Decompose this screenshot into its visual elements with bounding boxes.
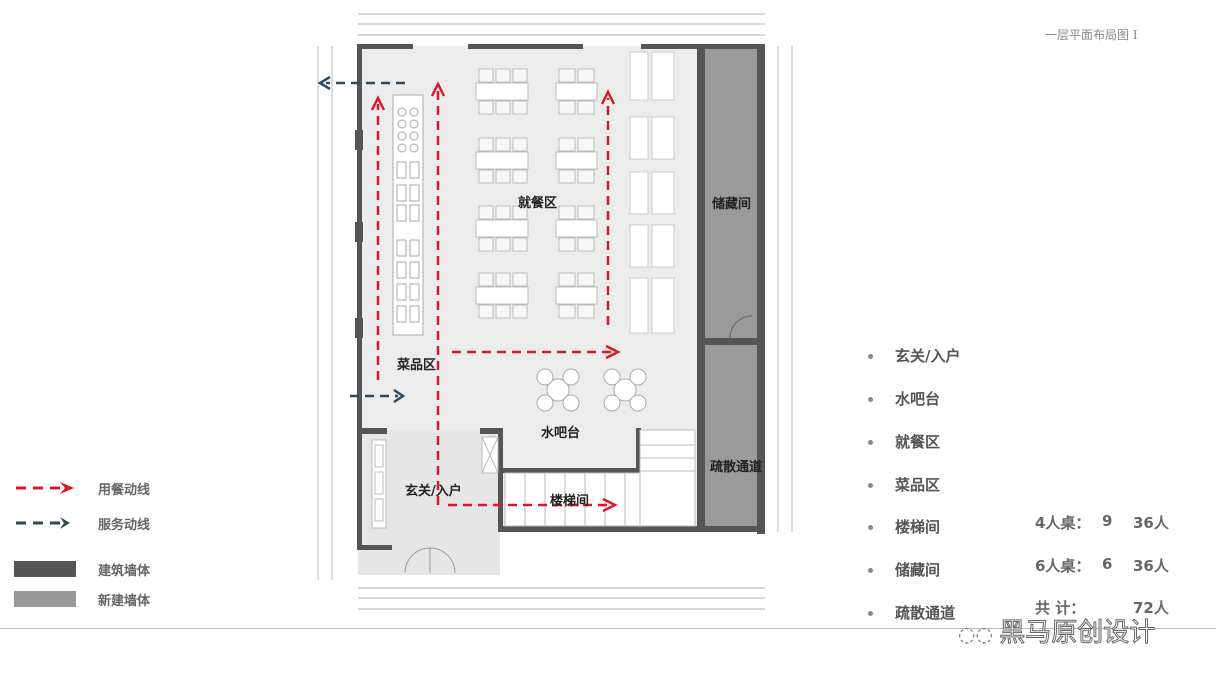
wechat-icon: ◌◌ <box>958 622 1000 646</box>
booth-seats <box>629 51 675 334</box>
seating-label: 6人桌： <box>1035 557 1091 575</box>
dimension-lines <box>317 13 793 610</box>
legend-label: 用餐动线 <box>98 482 151 498</box>
buffet-items <box>396 107 420 323</box>
room-label-buffet: 菜品区 <box>396 357 436 373</box>
zone-item: 菜品区 <box>868 474 940 495</box>
seating-people: 36人 <box>1133 557 1169 575</box>
dining-tables <box>475 82 598 305</box>
room-label-storage: 储藏间 <box>711 196 751 212</box>
seating-label: 4人桌： <box>1035 514 1091 532</box>
dining-flow-lines <box>376 90 612 507</box>
legend-label: 服务动线 <box>98 517 151 533</box>
seating-total: 72人 <box>1133 599 1169 617</box>
zone-item: 疏散通道 <box>868 602 955 623</box>
storage-door <box>729 315 753 339</box>
room-label-entrance: 玄关/入户 <box>405 483 462 499</box>
bar-tables <box>536 368 647 412</box>
chairs <box>478 68 595 319</box>
dark-wall-swatch <box>14 561 76 577</box>
entrance-door <box>404 547 456 574</box>
dining-flow-arrowheads <box>370 81 621 513</box>
seating-people: 36人 <box>1133 514 1169 532</box>
room-label-evacuation: 疏散通道 <box>710 459 762 475</box>
zone-item: 楼梯间 <box>868 516 940 537</box>
zone-item: 水吧台 <box>868 388 940 409</box>
legend-item-service-flow: 服务动线 <box>14 515 150 533</box>
seating-count: 9 <box>1102 512 1113 530</box>
staircase <box>481 429 696 527</box>
room-label-stairs: 楼梯间 <box>550 493 589 509</box>
storage-room <box>705 48 757 340</box>
watermark: ◌◌ 黑马原创设计 <box>958 618 1156 649</box>
legend-item-new-wall: 新建墙体 <box>14 591 150 609</box>
gray-wall-swatch <box>14 591 76 607</box>
divider <box>0 628 1216 629</box>
room-label-dining: 就餐区 <box>518 195 557 211</box>
seating-label: 共 计： <box>1035 599 1086 617</box>
zone-item: 玄关/入户 <box>868 345 960 366</box>
page-title: 一层平面布局图 I <box>1045 28 1138 42</box>
legend-item-dining-flow: 用餐动线 <box>14 480 150 498</box>
legend-label: 建筑墙体 <box>98 563 151 579</box>
legend-item-existing-wall: 建筑墙体 <box>14 561 150 579</box>
seating-count: 6 <box>1102 555 1113 573</box>
zone-item: 就餐区 <box>868 431 940 452</box>
evacuation-passage <box>705 345 757 528</box>
entrance-shelves <box>371 439 387 529</box>
blue-dashed-arrow-icon <box>16 517 70 529</box>
legend-label: 新建墙体 <box>98 593 151 609</box>
red-dashed-arrow-icon <box>16 482 74 494</box>
existing-walls <box>355 44 765 550</box>
service-flow-lines <box>317 75 406 404</box>
zone-item: 储藏间 <box>868 559 940 580</box>
room-label-bar: 水吧台 <box>541 425 580 441</box>
